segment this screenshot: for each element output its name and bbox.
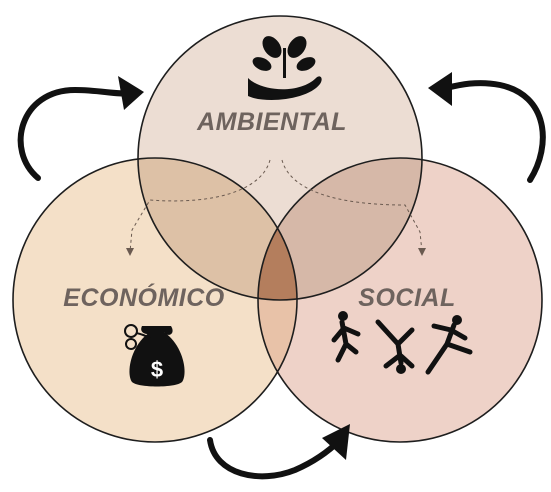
hand-plant-icon — [248, 36, 322, 100]
arrowhead — [118, 76, 144, 110]
cycle-arrow-icon — [439, 80, 546, 183]
connector-arrowhead — [126, 248, 134, 256]
cycle-arrow-icon — [207, 437, 343, 480]
connector-arrowhead — [418, 248, 426, 256]
label-social: SOCIAL — [358, 284, 455, 312]
people-activity-icon — [331, 311, 473, 375]
ambiental-social-overlap — [258, 158, 422, 300]
label-ambiental: AMBIENTAL — [196, 108, 347, 136]
social-circle-outline — [257, 157, 543, 443]
label-economico: ECONÓMICO — [63, 283, 225, 312]
connector-ambiental-economico — [129, 159, 271, 253]
ambiental-economico-overlap — [138, 158, 297, 300]
money-bag-icon: $ — [124, 324, 185, 387]
svg-text:$: $ — [151, 357, 163, 382]
ambiental-circle-outline — [137, 15, 423, 301]
arrowhead — [428, 72, 452, 106]
economico-circle-outline — [12, 157, 298, 443]
arrowhead — [322, 424, 350, 460]
cycle-arrow-icon — [17, 86, 133, 181]
connector-ambiental-social — [281, 159, 423, 253]
